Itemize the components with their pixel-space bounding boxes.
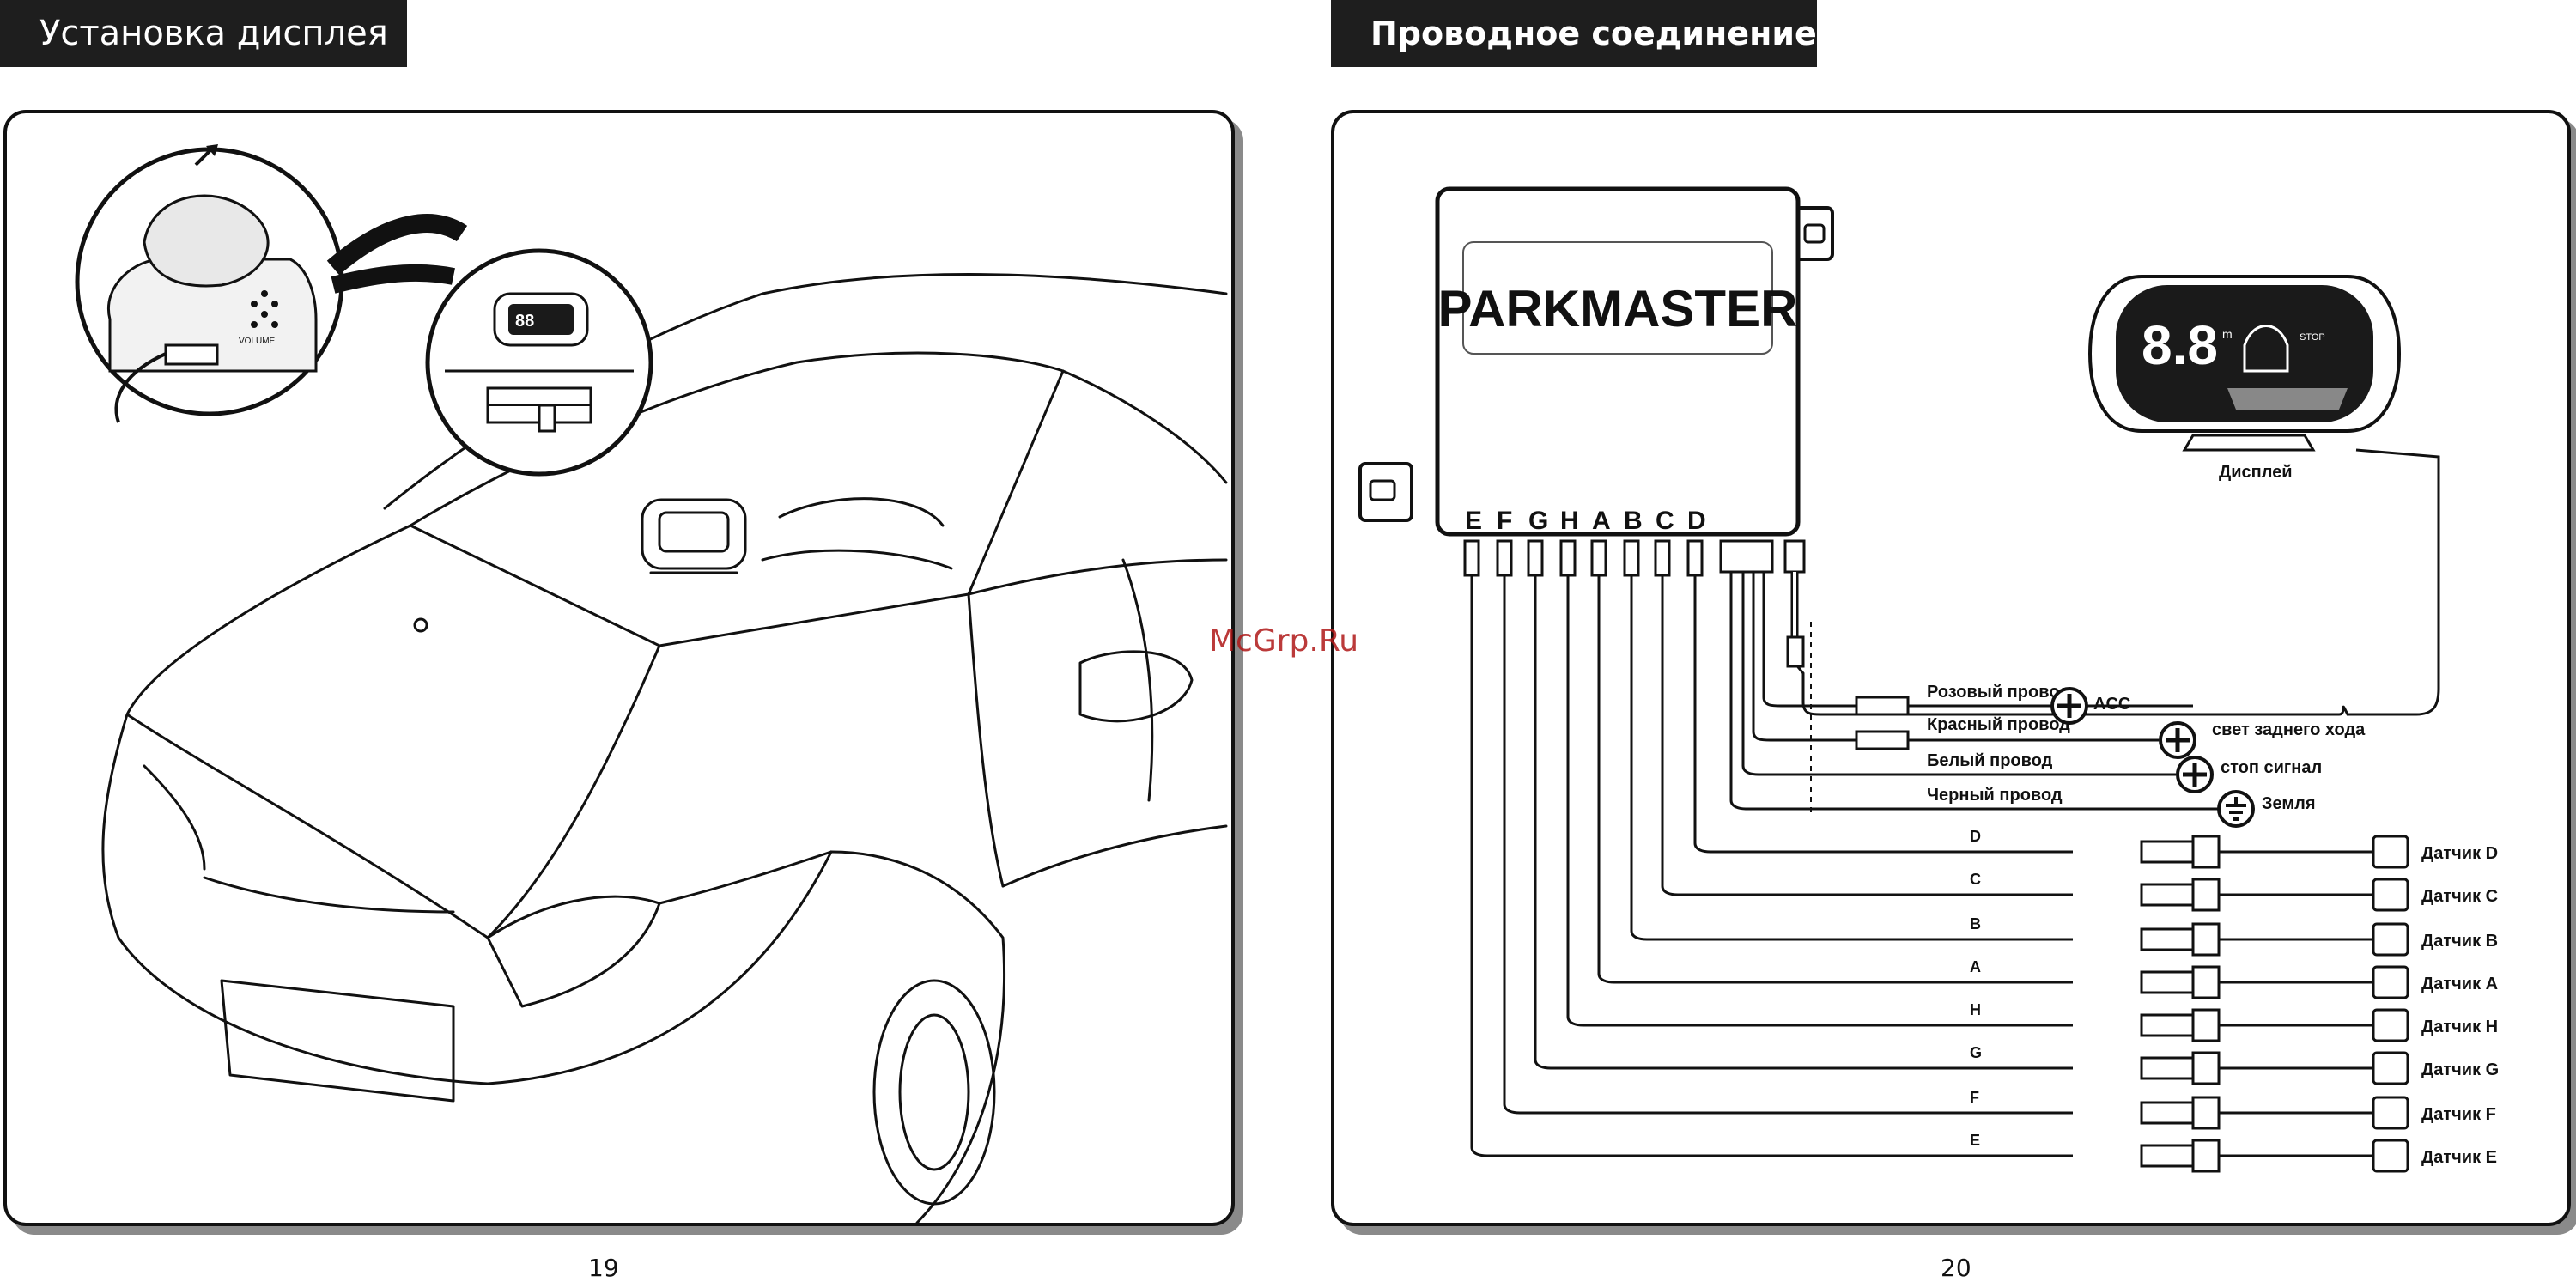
sensor-line-letter: E — [1970, 1132, 1980, 1149]
sensor-line-letter: G — [1970, 1044, 1982, 1061]
display-stop: STOP — [2300, 332, 2325, 343]
section-tab-display-install: Установка дисплея — [0, 0, 407, 67]
sensor-label: Датчик F — [2421, 1105, 2496, 1124]
connector-letter: B — [1624, 507, 1643, 535]
control-unit: PARKMASTER E F G H A B C D — [1358, 186, 1834, 574]
wire-label-red: Красный провод — [1927, 715, 2070, 734]
section-tab-wiring: Проводное соединение — [1331, 0, 1817, 67]
page-number-left: 19 — [588, 1254, 619, 1282]
sensor-line-letter: D — [1970, 828, 1981, 845]
plus-terminal — [2176, 756, 2214, 793]
unit-brand: PARKMASTER — [1438, 280, 1798, 337]
target-reverse-light: свет заднего хода — [2212, 720, 2366, 739]
wire-label-pink: Розовый провод — [1927, 683, 2070, 702]
connector-letter: E — [1465, 507, 1482, 535]
display-label: Дисплей — [2219, 463, 2293, 482]
connector-letter: G — [1528, 507, 1548, 535]
car-illustration: VOLUME 88 — [75, 144, 1228, 1224]
target-acc: ACC — [2093, 695, 2130, 714]
target-ground: Земля — [2262, 794, 2316, 813]
display-install-panel: VOLUME 88 — [3, 110, 1235, 1226]
connector-letter: D — [1687, 507, 1706, 535]
sensor-line-letter: B — [1970, 915, 1981, 933]
sensor-label: Датчик B — [2421, 932, 2498, 951]
ground-icon — [2217, 790, 2255, 828]
connector-letter: C — [1656, 507, 1674, 535]
watermark: McGrp.Ru — [1209, 623, 1359, 659]
sensor-label: Датчик D — [2421, 844, 2498, 863]
connector-letter: F — [1497, 507, 1512, 535]
target-stop-signal: стоп сигнал — [2221, 758, 2322, 777]
wire-label-white: Белый провод — [1927, 751, 2053, 770]
wire-label-black: Черный провод — [1927, 786, 2063, 805]
sensor-label: Датчик G — [2421, 1060, 2499, 1079]
sensor-label: Датчик A — [2421, 975, 2498, 993]
display-unit-m: m — [2222, 327, 2233, 341]
sensor-label: Датчик C — [2421, 887, 2498, 906]
page-number-right: 20 — [1941, 1254, 1971, 1282]
volume-label: VOLUME — [239, 337, 276, 346]
plus-terminal — [2050, 687, 2088, 725]
inset-dashboard: 88 — [331, 248, 653, 477]
connector-letter: A — [1592, 507, 1611, 535]
sensor-line-letter: A — [1970, 958, 1981, 975]
display-unit: 8.8 m STOP Дисплей — [2087, 275, 2402, 482]
inset-lcd-readout: 88 — [515, 312, 534, 331]
wiring-diagram: PARKMASTER E F G H A B C D 8.8 m STOP — [1358, 186, 2499, 1173]
sensor-line-letter: C — [1970, 871, 1981, 888]
plus-terminal — [2159, 721, 2196, 759]
display-readout: 8.8 — [2142, 314, 2218, 376]
connector-letter: H — [1560, 507, 1579, 535]
sensor-line-letter: H — [1970, 1001, 1981, 1018]
inset-adhesive: VOLUME — [75, 144, 468, 423]
sensor-label: Датчик E — [2421, 1148, 2497, 1167]
wiring-panel: PARKMASTER E F G H A B C D 8.8 m STOP — [1331, 110, 2571, 1226]
sensor-label: Датчик H — [2421, 1018, 2498, 1036]
sensor-line-letter: F — [1970, 1089, 1979, 1106]
